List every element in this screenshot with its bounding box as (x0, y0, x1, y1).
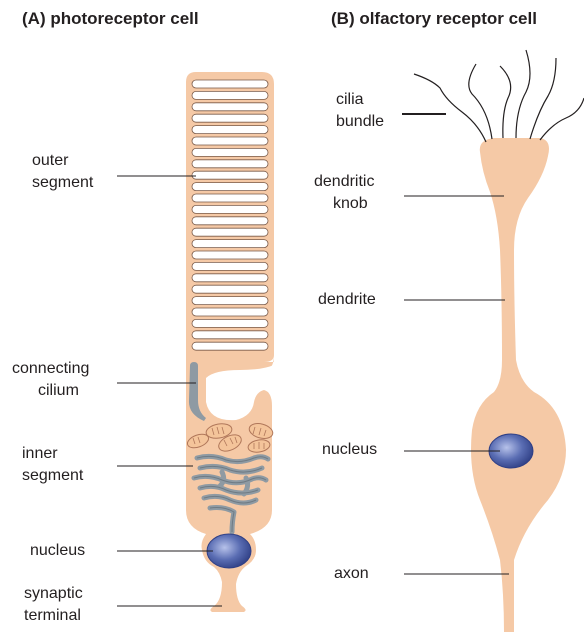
membrane-disc (192, 148, 268, 156)
membrane-disc (192, 126, 268, 134)
membrane-disc (192, 103, 268, 111)
membrane-disc (192, 160, 268, 168)
membrane-disc (192, 91, 268, 99)
membrane-disc (192, 251, 268, 259)
membrane-disc (192, 137, 268, 145)
membrane-disc (192, 285, 268, 293)
membrane-disc (192, 217, 268, 225)
label-axon: axon (334, 563, 369, 585)
label-cilia-bundle: cilia bundle (336, 89, 384, 133)
membrane-disc (192, 228, 268, 236)
label-photoreceptor-nucleus: nucleus (30, 540, 85, 562)
membrane-disc (192, 319, 268, 327)
photoreceptor-cell (186, 72, 275, 612)
label-inner-segment: inner segment (22, 443, 83, 487)
membrane-disc (192, 80, 268, 88)
label-outer-segment: outer segment (32, 150, 93, 194)
label-synaptic-terminal: synaptic terminal (24, 583, 83, 627)
olfactory-cell (414, 50, 584, 632)
label-olfactory-nucleus: nucleus (322, 439, 377, 461)
label-connecting-cilium: connecting cilium (12, 358, 89, 402)
olfactory-cell-body (471, 138, 566, 632)
membrane-disc (192, 114, 268, 122)
membrane-disc (192, 274, 268, 282)
membrane-disc (192, 262, 268, 270)
cilia-bundle-shape (414, 50, 584, 142)
membrane-disc (192, 297, 268, 305)
membrane-disc (192, 342, 268, 350)
membrane-disc (192, 331, 268, 339)
membrane-disc (192, 183, 268, 191)
photoreceptor-nucleus (207, 534, 251, 568)
membrane-disc (192, 308, 268, 316)
membrane-disc (192, 205, 268, 213)
label-dendrite: dendrite (318, 289, 376, 311)
membrane-disc (192, 240, 268, 248)
membrane-disc (192, 194, 268, 202)
membrane-disc (192, 171, 268, 179)
label-dendritic-knob: dendritic knob (314, 171, 374, 215)
